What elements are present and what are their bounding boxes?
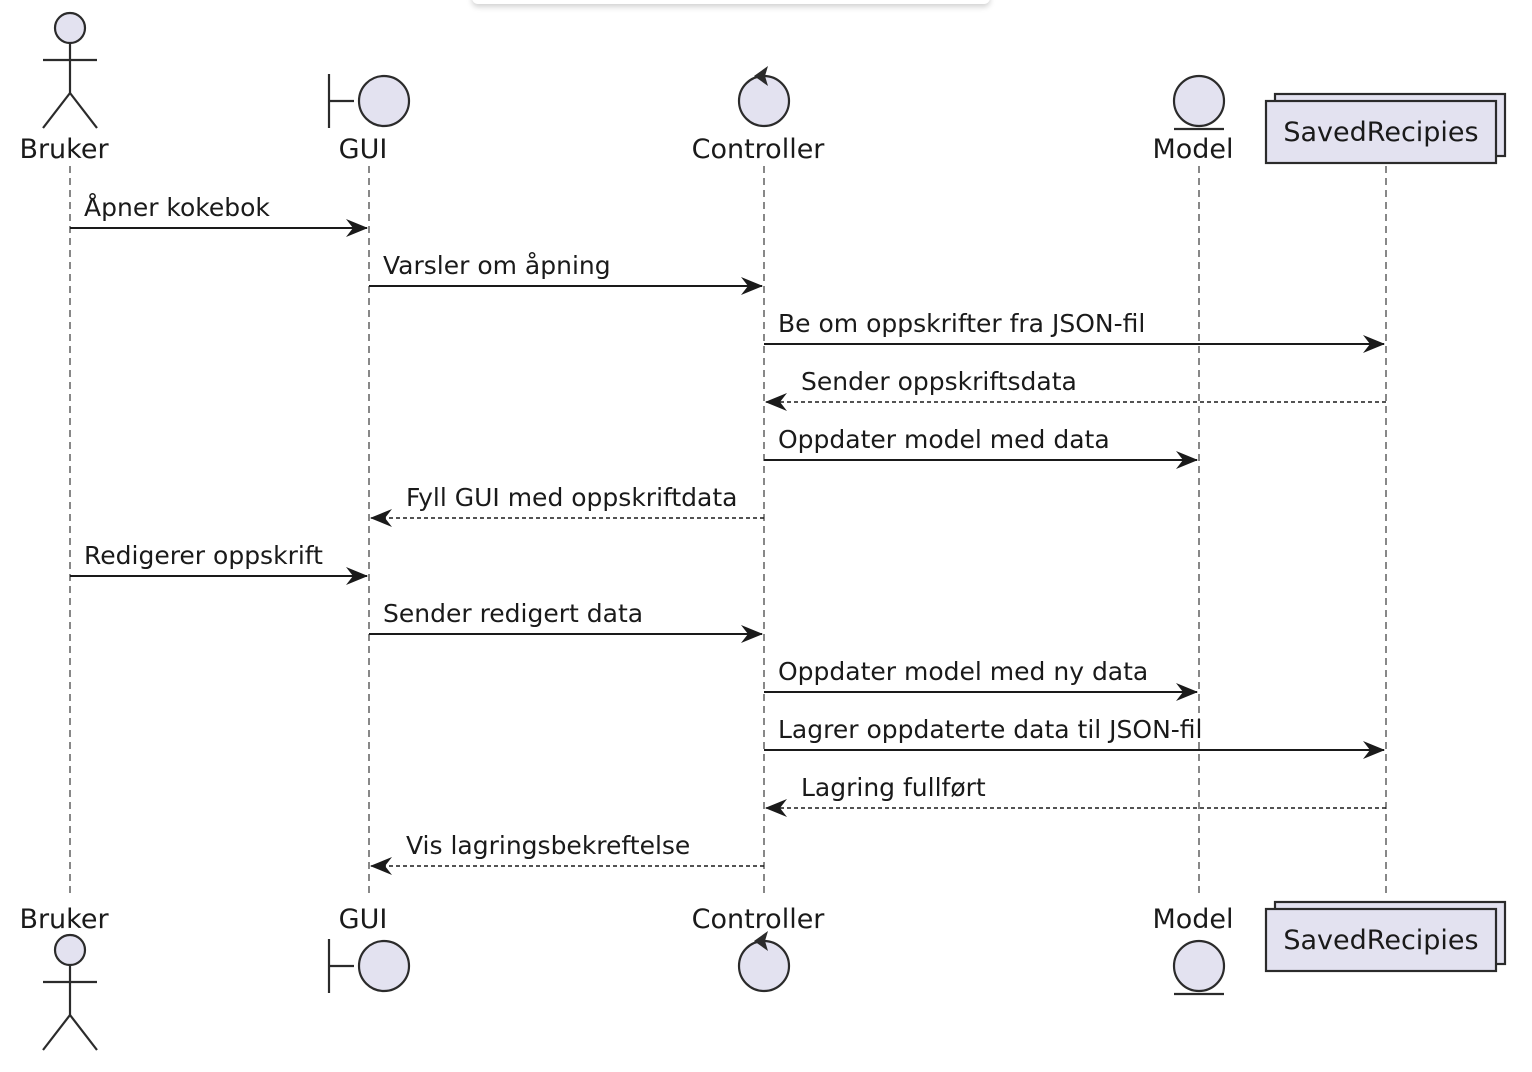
participant-savedrecipies-top: SavedRecipies	[1264, 92, 1507, 165]
participant-label-bruker-top: Bruker	[19, 134, 109, 165]
message-label: Oppdater model med data	[778, 425, 1110, 454]
participant-controller-top: Controller	[692, 66, 826, 165]
message-11: Lagring fullført	[765, 773, 1386, 817]
boundary-icon	[327, 74, 411, 128]
message-9: Oppdater model med ny data	[764, 657, 1198, 701]
participant-label-savedrecipies-bottom: SavedRecipies	[1283, 925, 1478, 956]
message-12: Vis lagringsbekreftelse	[370, 831, 764, 875]
message-label: Varsler om åpning	[383, 251, 611, 280]
message-label: Vis lagringsbekreftelse	[406, 831, 690, 860]
message-label: Be om oppskrifter fra JSON-fil	[778, 309, 1145, 338]
participant-bruker-top: Bruker	[19, 11, 109, 165]
message-label: Lagrer oppdaterte data til JSON-fil	[778, 715, 1203, 744]
participant-label-model-bottom: Model	[1152, 904, 1233, 935]
participant-label-controller-bottom: Controller	[692, 904, 826, 935]
message-3: Be om oppskrifter fra JSON-fil	[764, 309, 1385, 353]
participant-gui-bottom: GUI	[327, 904, 411, 993]
participant-gui-top: GUI	[327, 74, 411, 165]
message-label: Fyll GUI med oppskriftdata	[406, 483, 738, 512]
message-4: Sender oppskriftsdata	[765, 367, 1386, 411]
message-5: Oppdater model med data	[764, 425, 1198, 469]
participant-label-controller-top: Controller	[692, 134, 826, 165]
control-icon	[737, 931, 791, 993]
message-label: Lagring fullført	[801, 773, 986, 802]
message-label: Sender oppskriftsdata	[801, 367, 1077, 396]
participant-controller-bottom: Controller	[692, 904, 826, 993]
control-icon	[737, 66, 791, 128]
message-1: Åpner kokebok	[70, 193, 368, 237]
participant-label-gui-bottom: GUI	[339, 904, 388, 935]
top-overlay-bar	[472, 0, 990, 4]
participant-model-top: Model	[1152, 74, 1234, 165]
participant-label-gui-top: GUI	[339, 134, 388, 165]
message-label: Sender redigert data	[383, 599, 643, 628]
message-10: Lagrer oppdaterte data til JSON-fil	[764, 715, 1385, 759]
actor-icon	[42, 11, 98, 129]
entity-icon	[1172, 939, 1226, 996]
message-2: Varsler om åpning	[369, 251, 763, 295]
participant-bruker-bottom: Bruker	[19, 904, 109, 1051]
message-label: Åpner kokebok	[84, 193, 270, 222]
participant-label-savedrecipies-top: SavedRecipies	[1283, 117, 1478, 148]
participant-savedrecipies-bottom: SavedRecipies	[1264, 900, 1507, 973]
participant-label-bruker-bottom: Bruker	[19, 904, 109, 935]
entity-icon	[1172, 74, 1226, 131]
collections-icon: SavedRecipies	[1264, 900, 1507, 973]
message-7: Redigerer oppskrift	[70, 541, 368, 585]
message-label: Oppdater model med ny data	[778, 657, 1148, 686]
participant-label-model-top: Model	[1152, 134, 1233, 165]
actor-icon	[42, 933, 98, 1051]
boundary-icon	[327, 939, 411, 993]
participant-model-bottom: Model	[1152, 904, 1234, 996]
message-label: Redigerer oppskrift	[84, 541, 323, 570]
message-6: Fyll GUI med oppskriftdata	[370, 483, 764, 527]
message-8: Sender redigert data	[369, 599, 763, 643]
collections-icon: SavedRecipies	[1264, 92, 1507, 165]
